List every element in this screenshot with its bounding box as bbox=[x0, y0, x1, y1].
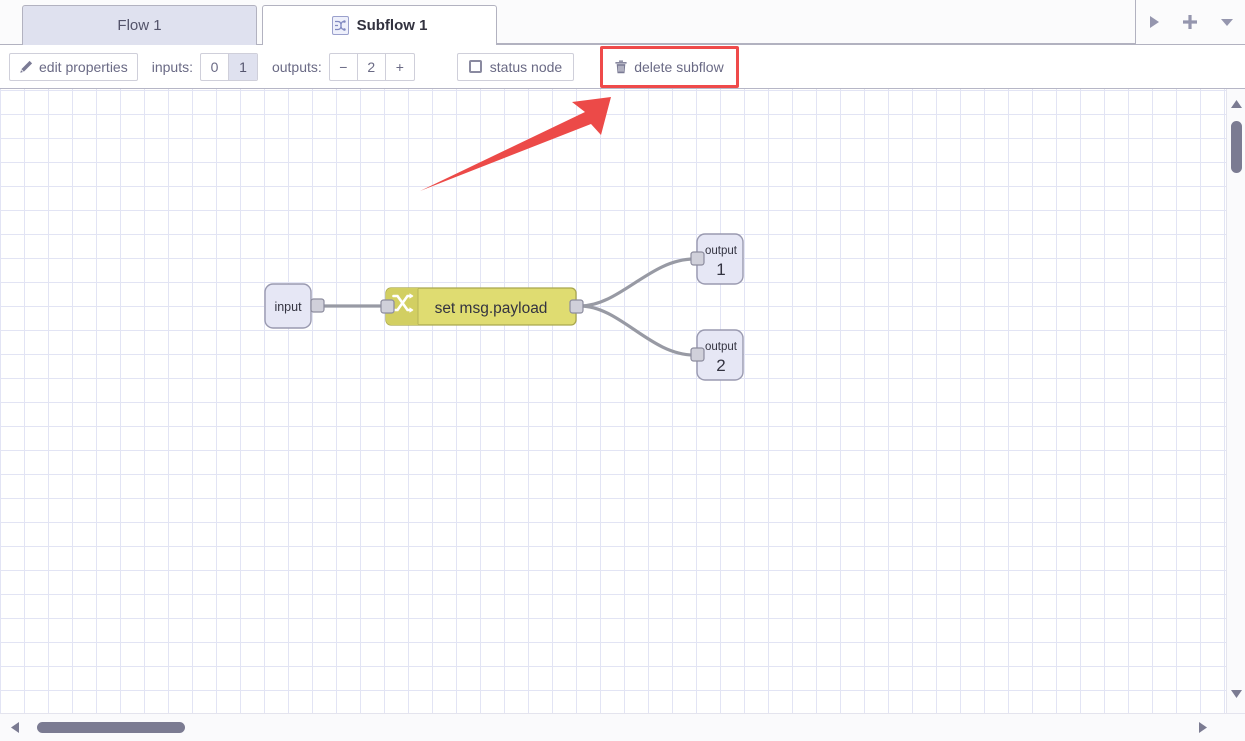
edit-properties-button[interactable]: edit properties bbox=[9, 52, 138, 81]
change-node-label: set msg.payload bbox=[435, 300, 548, 317]
outputs-increment-button[interactable]: + bbox=[395, 58, 404, 75]
flow-tab-bar: Flow 1 Subflow 1 bbox=[0, 0, 1245, 45]
wire-change-to-output-1 bbox=[579, 257, 695, 308]
input-node-output-port[interactable] bbox=[310, 298, 325, 313]
delete-subflow-label: delete subflow bbox=[634, 58, 724, 75]
outputs-label: outputs: bbox=[271, 58, 322, 75]
inputs-label: inputs: bbox=[151, 58, 193, 75]
status-node-checkbox[interactable] bbox=[468, 60, 482, 73]
tab-bar-controls bbox=[1135, 0, 1245, 44]
pencil-icon bbox=[19, 60, 33, 74]
output-node-1-number: 1 bbox=[716, 260, 725, 279]
vertical-scrollbar[interactable] bbox=[1226, 89, 1245, 713]
inputs-option-1[interactable]: 1 bbox=[228, 53, 257, 80]
delete-subflow-button[interactable]: delete subflow bbox=[607, 52, 732, 81]
status-node-toggle[interactable]: status node bbox=[456, 52, 575, 81]
change-node-output-port[interactable] bbox=[569, 299, 584, 314]
node-subflow-output-2[interactable]: output 2 bbox=[690, 329, 744, 381]
horizontal-scroll-thumb[interactable] bbox=[37, 722, 185, 733]
subflow-toolbar: edit properties inputs: 0 1 outputs: − 2… bbox=[0, 45, 1245, 89]
tab-label: Subflow 1 bbox=[356, 17, 428, 34]
tab-bar-filler bbox=[497, 4, 1135, 44]
output-node-1-label: output bbox=[705, 245, 738, 257]
add-flow-button[interactable] bbox=[1178, 10, 1202, 34]
node-change[interactable]: set msg.payload bbox=[380, 287, 584, 326]
delete-subflow-highlight: delete subflow bbox=[600, 45, 739, 88]
flow-menu-button[interactable] bbox=[1215, 10, 1239, 34]
change-node-input-port[interactable] bbox=[380, 299, 395, 314]
output-node-2-label: output bbox=[705, 341, 738, 353]
scroll-up-arrow[interactable] bbox=[1230, 99, 1243, 112]
subflow-canvas[interactable]: input set msg.payload bbox=[0, 89, 1226, 713]
inputs-option-0[interactable]: 0 bbox=[201, 53, 229, 80]
shuffle-icon bbox=[392, 293, 414, 313]
tab-subflow-1[interactable]: Subflow 1 bbox=[262, 5, 497, 45]
wire-change-to-output-2 bbox=[579, 304, 695, 357]
edit-properties-label: edit properties bbox=[39, 58, 128, 75]
status-node-label: status node bbox=[489, 58, 563, 75]
inputs-selector[interactable]: 0 1 bbox=[199, 52, 258, 81]
output-node-2-input-port[interactable] bbox=[690, 347, 705, 362]
tab-label: Flow 1 bbox=[117, 17, 162, 34]
outputs-stepper[interactable]: − 2 + bbox=[328, 52, 415, 81]
horizontal-scrollbar[interactable] bbox=[0, 713, 1245, 741]
output-node-1-input-port[interactable] bbox=[690, 251, 705, 266]
trash-icon bbox=[615, 60, 627, 74]
input-node-label: input bbox=[274, 300, 302, 314]
scroll-down-arrow[interactable] bbox=[1230, 689, 1243, 702]
node-subflow-input[interactable]: input bbox=[264, 283, 325, 329]
subflow-icon bbox=[331, 16, 349, 35]
scroll-left-arrow[interactable] bbox=[10, 721, 23, 734]
tab-flow-1[interactable]: Flow 1 bbox=[22, 5, 257, 45]
outputs-value: 2 bbox=[358, 53, 386, 80]
outputs-decrement-button[interactable]: − bbox=[330, 53, 358, 80]
node-subflow-output-1[interactable]: output 1 bbox=[690, 233, 744, 285]
vertical-scroll-thumb[interactable] bbox=[1231, 121, 1242, 173]
scroll-right-arrow-bottom[interactable] bbox=[1198, 721, 1211, 734]
output-node-2-number: 2 bbox=[716, 356, 725, 375]
scroll-right-button[interactable] bbox=[1142, 10, 1166, 34]
